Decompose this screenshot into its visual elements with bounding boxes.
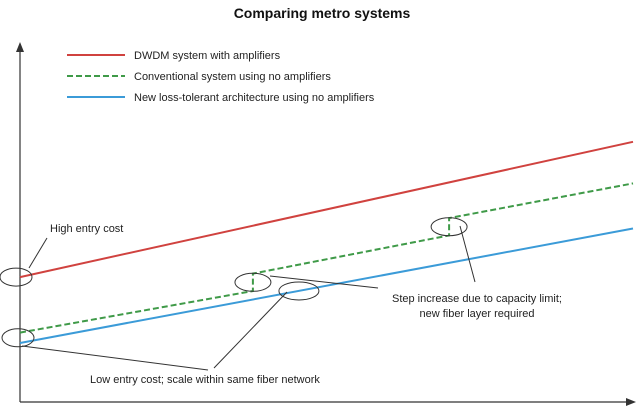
chart-title: Comparing metro systems (234, 5, 411, 21)
annotation-high-entry-line-0: High entry cost (50, 223, 123, 235)
leader-step-1 (269, 275, 379, 289)
annotation-step-line-1: new fiber layer required (420, 308, 535, 320)
legend: DWDM system with amplifiersConventional … (67, 50, 375, 104)
legend-label-2: New loss-tolerant architecture using no … (134, 92, 375, 104)
leader-high-entry (28, 237, 48, 269)
circle-low-entry (1, 328, 35, 348)
leader-low-2 (213, 291, 288, 369)
y-axis-arrow (16, 42, 24, 52)
x-axis-arrow (626, 398, 636, 406)
series-line-0 (19, 140, 634, 279)
circle-step-1 (234, 272, 272, 292)
leader-step-2 (459, 225, 476, 283)
series-group (19, 140, 634, 344)
annotation-low-entry-line-0: Low entry cost; scale within same fiber … (90, 374, 320, 386)
series-line-1 (19, 182, 634, 334)
legend-label-0: DWDM system with amplifiers (134, 50, 281, 62)
leader-low-1 (21, 345, 209, 371)
annotation-step-line-0: Step increase due to capacity limit; (392, 293, 562, 305)
legend-label-1: Conventional system using no amplifiers (134, 71, 331, 83)
circle-blue-mid (278, 281, 320, 301)
series-line-2 (19, 227, 634, 344)
circle-step-2 (430, 217, 468, 237)
circle-high-entry (0, 267, 33, 287)
